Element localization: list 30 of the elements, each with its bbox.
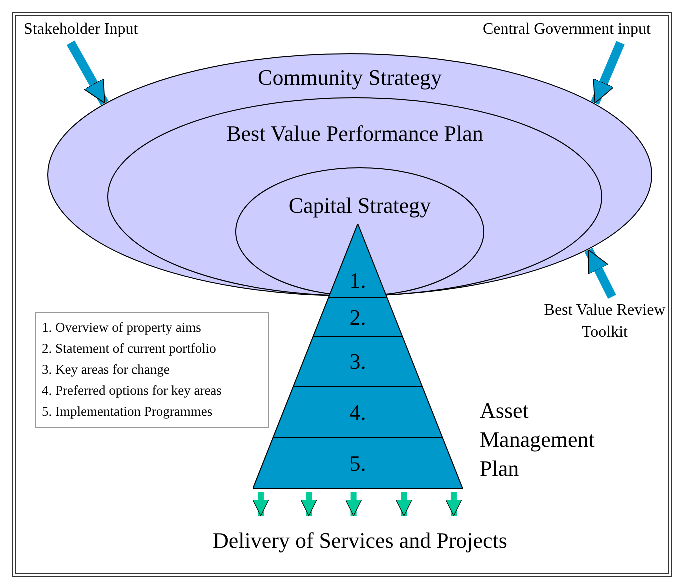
ellipse-shape <box>47 53 653 297</box>
input-label: Central Government input <box>483 21 651 39</box>
input-label: Best Value Review Toolkit <box>532 300 678 344</box>
arrow <box>66 40 109 106</box>
arrow <box>446 492 462 516</box>
key-item: 5. Implementation Programmes <box>42 403 214 421</box>
arrow <box>584 248 616 300</box>
arrow <box>591 41 625 106</box>
arrow <box>252 492 270 516</box>
caption-text: Asset Management Plan <box>480 397 596 483</box>
ellipse-title: Capital Strategy <box>288 193 432 219</box>
key-panel <box>35 312 269 428</box>
ellipse-title: Community Strategy <box>258 65 442 91</box>
arrow <box>345 492 362 516</box>
level-number: 5. <box>253 438 463 489</box>
arrow <box>396 492 413 516</box>
key-item: 1. Overview of property aims <box>42 319 202 337</box>
level-number: 3. <box>293 337 423 387</box>
level-number: 1. <box>328 224 388 298</box>
key-item: 3. Key areas for change <box>42 361 171 379</box>
ellipse-title: Best Value Performance Plan <box>226 121 484 147</box>
level-number: 2. <box>313 298 403 337</box>
output-label: Delivery of Services and Projects <box>213 528 508 554</box>
key-item: 2. Statement of current portfolio <box>42 340 218 358</box>
ellipse-shape <box>235 167 485 297</box>
input-label: Stakeholder Input <box>24 21 138 39</box>
ellipse-shape <box>107 97 603 297</box>
key-item: 4. Preferred options for key areas <box>42 382 223 400</box>
arrow <box>300 492 318 516</box>
level-number: 4. <box>273 387 443 438</box>
